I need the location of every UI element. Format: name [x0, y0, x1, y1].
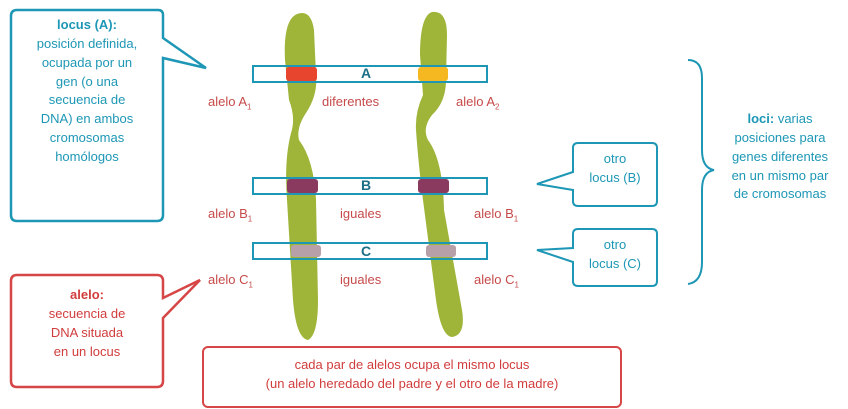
- allele-label-c-right: alelo C1: [474, 272, 519, 290]
- allele-name: alelo C: [474, 272, 514, 287]
- otro-locus-c-text: otro locus (C): [575, 236, 655, 274]
- otro-locus-c-line: otro: [575, 236, 655, 255]
- locus-callout-line: ocupada por un: [14, 54, 160, 73]
- allele-comparison-c: iguales: [340, 272, 381, 287]
- otro-locus-b-text: otro locus (B): [575, 150, 655, 188]
- locus-letter-b: B: [361, 177, 371, 193]
- otro-locus-b-line: otro: [575, 150, 655, 169]
- loci-note-line: de cromosomas: [712, 185, 848, 204]
- alelo-callout-title: alelo:: [14, 286, 160, 305]
- band-b-right: [418, 179, 449, 193]
- loci-note-first-line: loci: varias: [712, 110, 848, 129]
- allele-subscript: 1: [248, 215, 252, 224]
- loci-brace: [688, 60, 714, 284]
- chromosome-left: [285, 13, 318, 340]
- allele-subscript: 1: [514, 281, 518, 290]
- locus-callout-line: DNA) en ambos: [14, 110, 160, 129]
- band-a-right: [418, 67, 448, 81]
- loci-note-title-rest: varias: [774, 111, 812, 126]
- bottom-note-text: cada par de alelos ocupa el mismo locus …: [205, 356, 619, 394]
- band-c-left: [291, 245, 321, 257]
- loci-note-title: loci:: [747, 111, 774, 126]
- allele-name: alelo B: [474, 206, 514, 221]
- locus-callout-text: locus (A): posición definida, ocupada po…: [14, 16, 160, 167]
- allele-name: alelo A: [208, 94, 247, 109]
- otro-locus-c-line: locus (C): [575, 255, 655, 274]
- allele-label-c-left: alelo C1: [208, 272, 253, 290]
- bottom-note-line: (un alelo heredado del padre y el otro d…: [205, 375, 619, 394]
- otro-locus-b-line: locus (B): [575, 169, 655, 188]
- allele-name: alelo A: [456, 94, 495, 109]
- allele-label-b-left: alelo B1: [208, 206, 252, 224]
- allele-comparison-b: iguales: [340, 206, 381, 221]
- allele-label-a-right: alelo A2: [456, 94, 500, 112]
- locus-callout-line: cromosomas: [14, 129, 160, 148]
- allele-subscript: 1: [248, 281, 252, 290]
- allele-name: alelo C: [208, 272, 248, 287]
- alelo-callout-line: secuencia de: [14, 305, 160, 324]
- allele-subscript: 1: [247, 103, 251, 112]
- locus-callout-title: locus (A):: [14, 16, 160, 35]
- allele-name: alelo B: [208, 206, 248, 221]
- alelo-callout-line: en un locus: [14, 343, 160, 362]
- loci-note-line: posiciones para: [712, 129, 848, 148]
- locus-callout-line: secuencia de: [14, 91, 160, 110]
- loci-note-line: en un mismo par: [712, 167, 848, 186]
- allele-comparison-a: diferentes: [322, 94, 379, 109]
- loci-note: loci: varias posiciones para genes difer…: [712, 110, 848, 204]
- locus-callout-line: homólogos: [14, 148, 160, 167]
- band-b-left: [287, 179, 318, 193]
- band-a-left: [286, 67, 317, 81]
- bottom-note-line: cada par de alelos ocupa el mismo locus: [205, 356, 619, 375]
- alelo-callout-text: alelo: secuencia de DNA situada en un lo…: [14, 286, 160, 361]
- locus-callout-line: gen (o una: [14, 73, 160, 92]
- band-c-right: [426, 245, 456, 257]
- allele-subscript: 2: [495, 103, 499, 112]
- locus-letter-a: A: [361, 65, 371, 81]
- alelo-callout-line: DNA situada: [14, 324, 160, 343]
- chromosome-right: [416, 12, 463, 337]
- locus-letter-c: C: [361, 243, 371, 259]
- loci-note-line: genes diferentes: [712, 148, 848, 167]
- locus-callout-line: posición definida,: [14, 35, 160, 54]
- allele-label-b-right: alelo B1: [474, 206, 518, 224]
- allele-label-a-left: alelo A1: [208, 94, 252, 112]
- allele-subscript: 1: [514, 215, 518, 224]
